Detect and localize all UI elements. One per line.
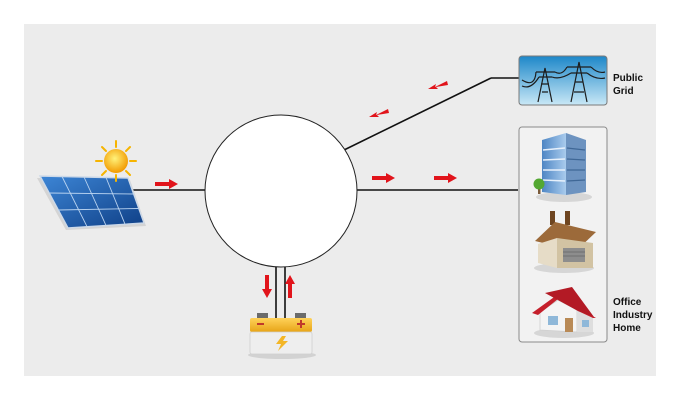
loads-label-line1: Office	[613, 297, 642, 308]
battery-icon	[248, 313, 316, 359]
connection-lines	[130, 77, 519, 318]
factory-icon	[534, 211, 596, 273]
loads-label-line2: Industry	[613, 310, 653, 321]
central-hub	[204, 114, 358, 268]
line-hub-to-grid	[341, 77, 492, 152]
solar-panel-icon	[37, 175, 146, 230]
arrow-grid-1	[428, 81, 448, 89]
arrow-grid-2	[369, 109, 389, 117]
power-pylon-icon	[518, 55, 608, 106]
arrow-load-2	[434, 173, 457, 183]
arrow-battery-down	[262, 275, 272, 298]
arrow-battery-up	[285, 275, 295, 298]
arrow-load-1	[372, 173, 395, 183]
flow-arrows	[155, 81, 457, 298]
office-building-icon	[533, 133, 592, 202]
arrow-solar-right	[155, 179, 178, 189]
house-icon	[532, 287, 596, 338]
loads-label-line3: Home	[613, 323, 641, 334]
sun-icon	[95, 140, 137, 182]
public-grid-label-line1: Public	[613, 73, 644, 84]
public-grid-label-line2: Grid	[613, 86, 634, 97]
